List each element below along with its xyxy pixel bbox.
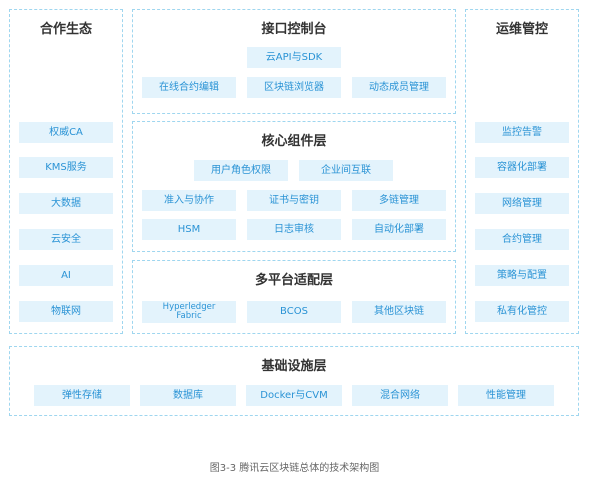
left-item-authority-ca: 权威CA	[19, 122, 113, 143]
right-item-private-control: 私有化管控	[475, 301, 569, 322]
left-item-cloud-security: 云安全	[19, 229, 113, 250]
core-item-log-audit: 日志审核	[247, 219, 341, 240]
right-item-contract-mgmt: 合约管理	[475, 229, 569, 250]
interface-item-dynamic-member-mgmt: 动态成员管理	[352, 77, 446, 98]
interface-item-blockchain-explorer: 区块链浏览器	[247, 77, 341, 98]
interface-item-online-contract-editor: 在线合约编辑	[142, 77, 236, 98]
infrastructure-layer: 基础设施层 弹性存储 数据库 Docker与CVM 混合网络 性能管理	[9, 346, 579, 416]
infra-item-docker-cvm: Docker与CVM	[246, 385, 342, 406]
right-item-monitoring-alerts: 监控告警	[475, 122, 569, 143]
adapter-item-bcos: BCOS	[247, 301, 341, 323]
interface-item-cloud-api-sdk: 云API与SDK	[247, 47, 341, 68]
infra-item-hybrid-network: 混合网络	[352, 385, 448, 406]
core-components-layer: 核心组件层 用户角色权限 企业间互联 准入与协作 证书与密钥 多链管理 HSM …	[132, 121, 456, 252]
right-item-container-deploy: 容器化部署	[475, 157, 569, 178]
left-panel-cooperation-ecosystem: 合作生态 权威CA KMS服务 大数据 云安全 AI 物联网	[9, 9, 123, 334]
right-item-network-mgmt: 网络管理	[475, 193, 569, 214]
core-layer-title: 核心组件层	[261, 134, 327, 149]
infra-item-performance-mgmt: 性能管理	[458, 385, 554, 406]
left-item-kms-service: KMS服务	[19, 157, 113, 178]
core-item-hsm: HSM	[142, 219, 236, 240]
core-item-access-collaboration: 准入与协作	[142, 190, 236, 211]
left-item-iot: 物联网	[19, 301, 113, 322]
adapter-item-hyperledger-fabric: Hyperledger Fabric	[142, 301, 236, 323]
multi-platform-adapter-layer: 多平台适配层 Hyperledger Fabric BCOS 其他区块链	[132, 260, 456, 334]
interface-console-layer: 接口控制台 云API与SDK 在线合约编辑 区块链浏览器 动态成员管理	[132, 9, 456, 114]
interface-layer-title: 接口控制台	[261, 22, 327, 37]
core-item-enterprise-interconnect: 企业间互联	[299, 160, 393, 181]
right-item-policy-config: 策略与配置	[475, 265, 569, 286]
figure-caption: 图3-3 腾讯云区块链总体的技术架构图	[209, 463, 380, 474]
core-item-auto-deploy: 自动化部署	[352, 219, 446, 240]
left-item-big-data: 大数据	[19, 193, 113, 214]
infra-layer-title: 基础设施层	[261, 359, 327, 374]
adapter-layer-title: 多平台适配层	[254, 273, 333, 288]
core-item-multichain-mgmt: 多链管理	[352, 190, 446, 211]
core-item-certs-keys: 证书与密钥	[247, 190, 341, 211]
left-panel-title: 合作生态	[39, 22, 92, 37]
adapter-item-other-blockchains: 其他区块链	[352, 301, 446, 323]
infra-item-elastic-storage: 弹性存储	[34, 385, 130, 406]
core-item-user-role-permissions: 用户角色权限	[194, 160, 288, 181]
left-item-ai: AI	[19, 265, 113, 286]
right-panel-title: 运维管控	[495, 22, 548, 37]
infra-item-database: 数据库	[140, 385, 236, 406]
right-panel-ops-control: 运维管控 监控告警 容器化部署 网络管理 合约管理 策略与配置 私有化管控	[465, 9, 579, 334]
